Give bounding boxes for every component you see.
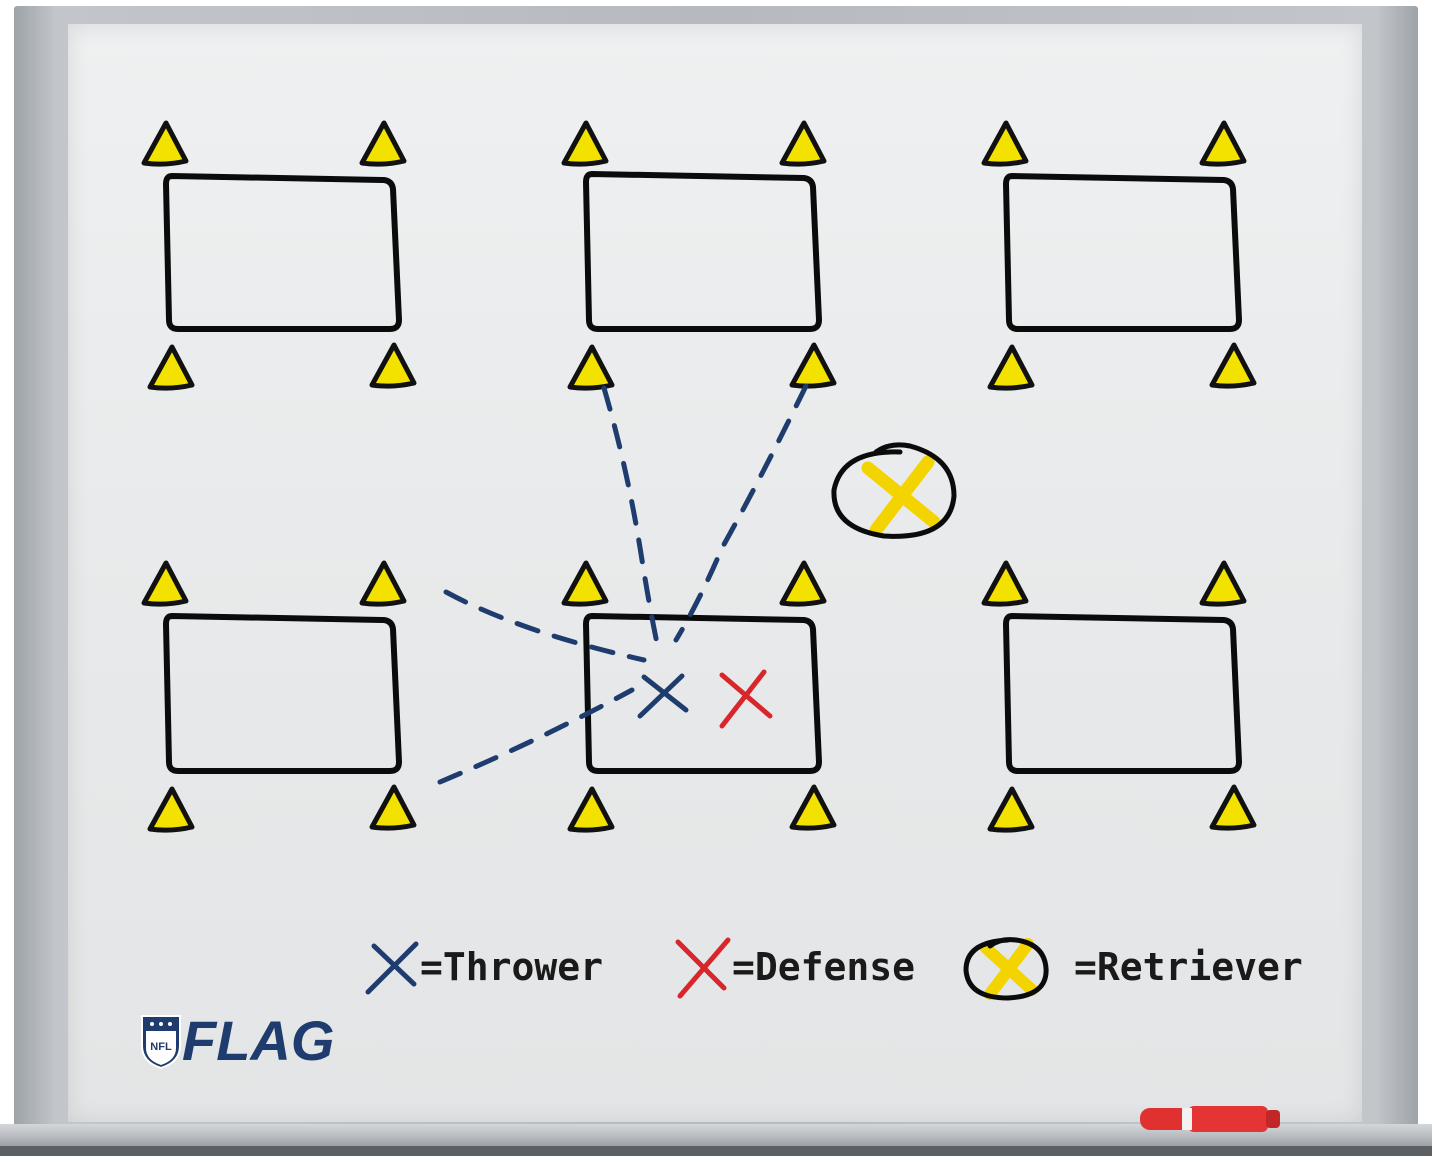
cone-icon: [990, 347, 1032, 388]
box-outline: [1003, 613, 1242, 774]
box-bottom-left: [144, 563, 414, 830]
throw-path-bottom-left-upper: [443, 589, 647, 663]
box-top-left: [144, 123, 414, 388]
nfl-shield-text: NFL: [150, 1041, 172, 1053]
box-outline: [163, 613, 402, 774]
cone-icon: [570, 789, 612, 830]
cone-icon: [564, 563, 606, 604]
legend-retriever-icon: [963, 937, 1049, 1001]
cone-icon: [570, 347, 612, 388]
marker-tray-lip: [0, 1146, 1432, 1156]
cone-icon: [1212, 345, 1254, 386]
flag-wordmark: FLAG: [182, 1009, 334, 1072]
legend: =Thrower =Defense =Retriever: [365, 937, 1303, 1001]
cone-icon: [362, 563, 404, 604]
legend-thrower-icon: [365, 941, 419, 995]
cone-icon: [1202, 563, 1244, 604]
cone-icon: [984, 123, 1026, 164]
cone-icon: [372, 787, 414, 828]
thrower-marker: [637, 673, 689, 719]
cone-icon: [150, 789, 192, 830]
legend-retriever-label: =Retriever: [1074, 945, 1303, 989]
box-top-right: [984, 123, 1254, 388]
legend-defense-label: =Defense: [732, 945, 915, 989]
nfl-flag-logo: NFL FLAG: [141, 1009, 334, 1072]
whiteboard-surface: [68, 24, 1362, 1122]
throw-path-top-left-corner: [601, 385, 661, 651]
retriever-marker: [831, 442, 957, 539]
cone-icon: [990, 789, 1032, 830]
legend-defense-icon: [675, 937, 731, 999]
cone-icon: [1202, 123, 1244, 164]
cone-icon: [792, 345, 834, 386]
legend-thrower-label: =Thrower: [420, 945, 603, 989]
defense-marker: [719, 669, 773, 729]
cone-icon: [144, 563, 186, 604]
cone-icon: [564, 123, 606, 164]
box-outline: [583, 613, 822, 774]
throw-path-top-right-corner: [673, 383, 809, 643]
throw-paths: [437, 383, 809, 785]
cone-icon: [144, 123, 186, 164]
box-top-middle: [564, 123, 834, 388]
cone-icon: [1212, 787, 1254, 828]
box-bottom-middle: [564, 563, 834, 830]
cone-icon: [782, 123, 824, 164]
nfl-shield-icon: NFL: [141, 1015, 181, 1070]
box-bottom-right: [984, 563, 1254, 830]
box-outline: [1003, 173, 1242, 332]
marker-icon: [1140, 1106, 1280, 1132]
cone-icon: [984, 563, 1026, 604]
cone-icon: [782, 563, 824, 604]
box-outline: [583, 171, 822, 332]
cone-icon: [792, 787, 834, 828]
box-outline: [163, 173, 402, 332]
cone-icon: [372, 345, 414, 386]
cone-icon: [150, 347, 192, 388]
cone-icon: [362, 123, 404, 164]
